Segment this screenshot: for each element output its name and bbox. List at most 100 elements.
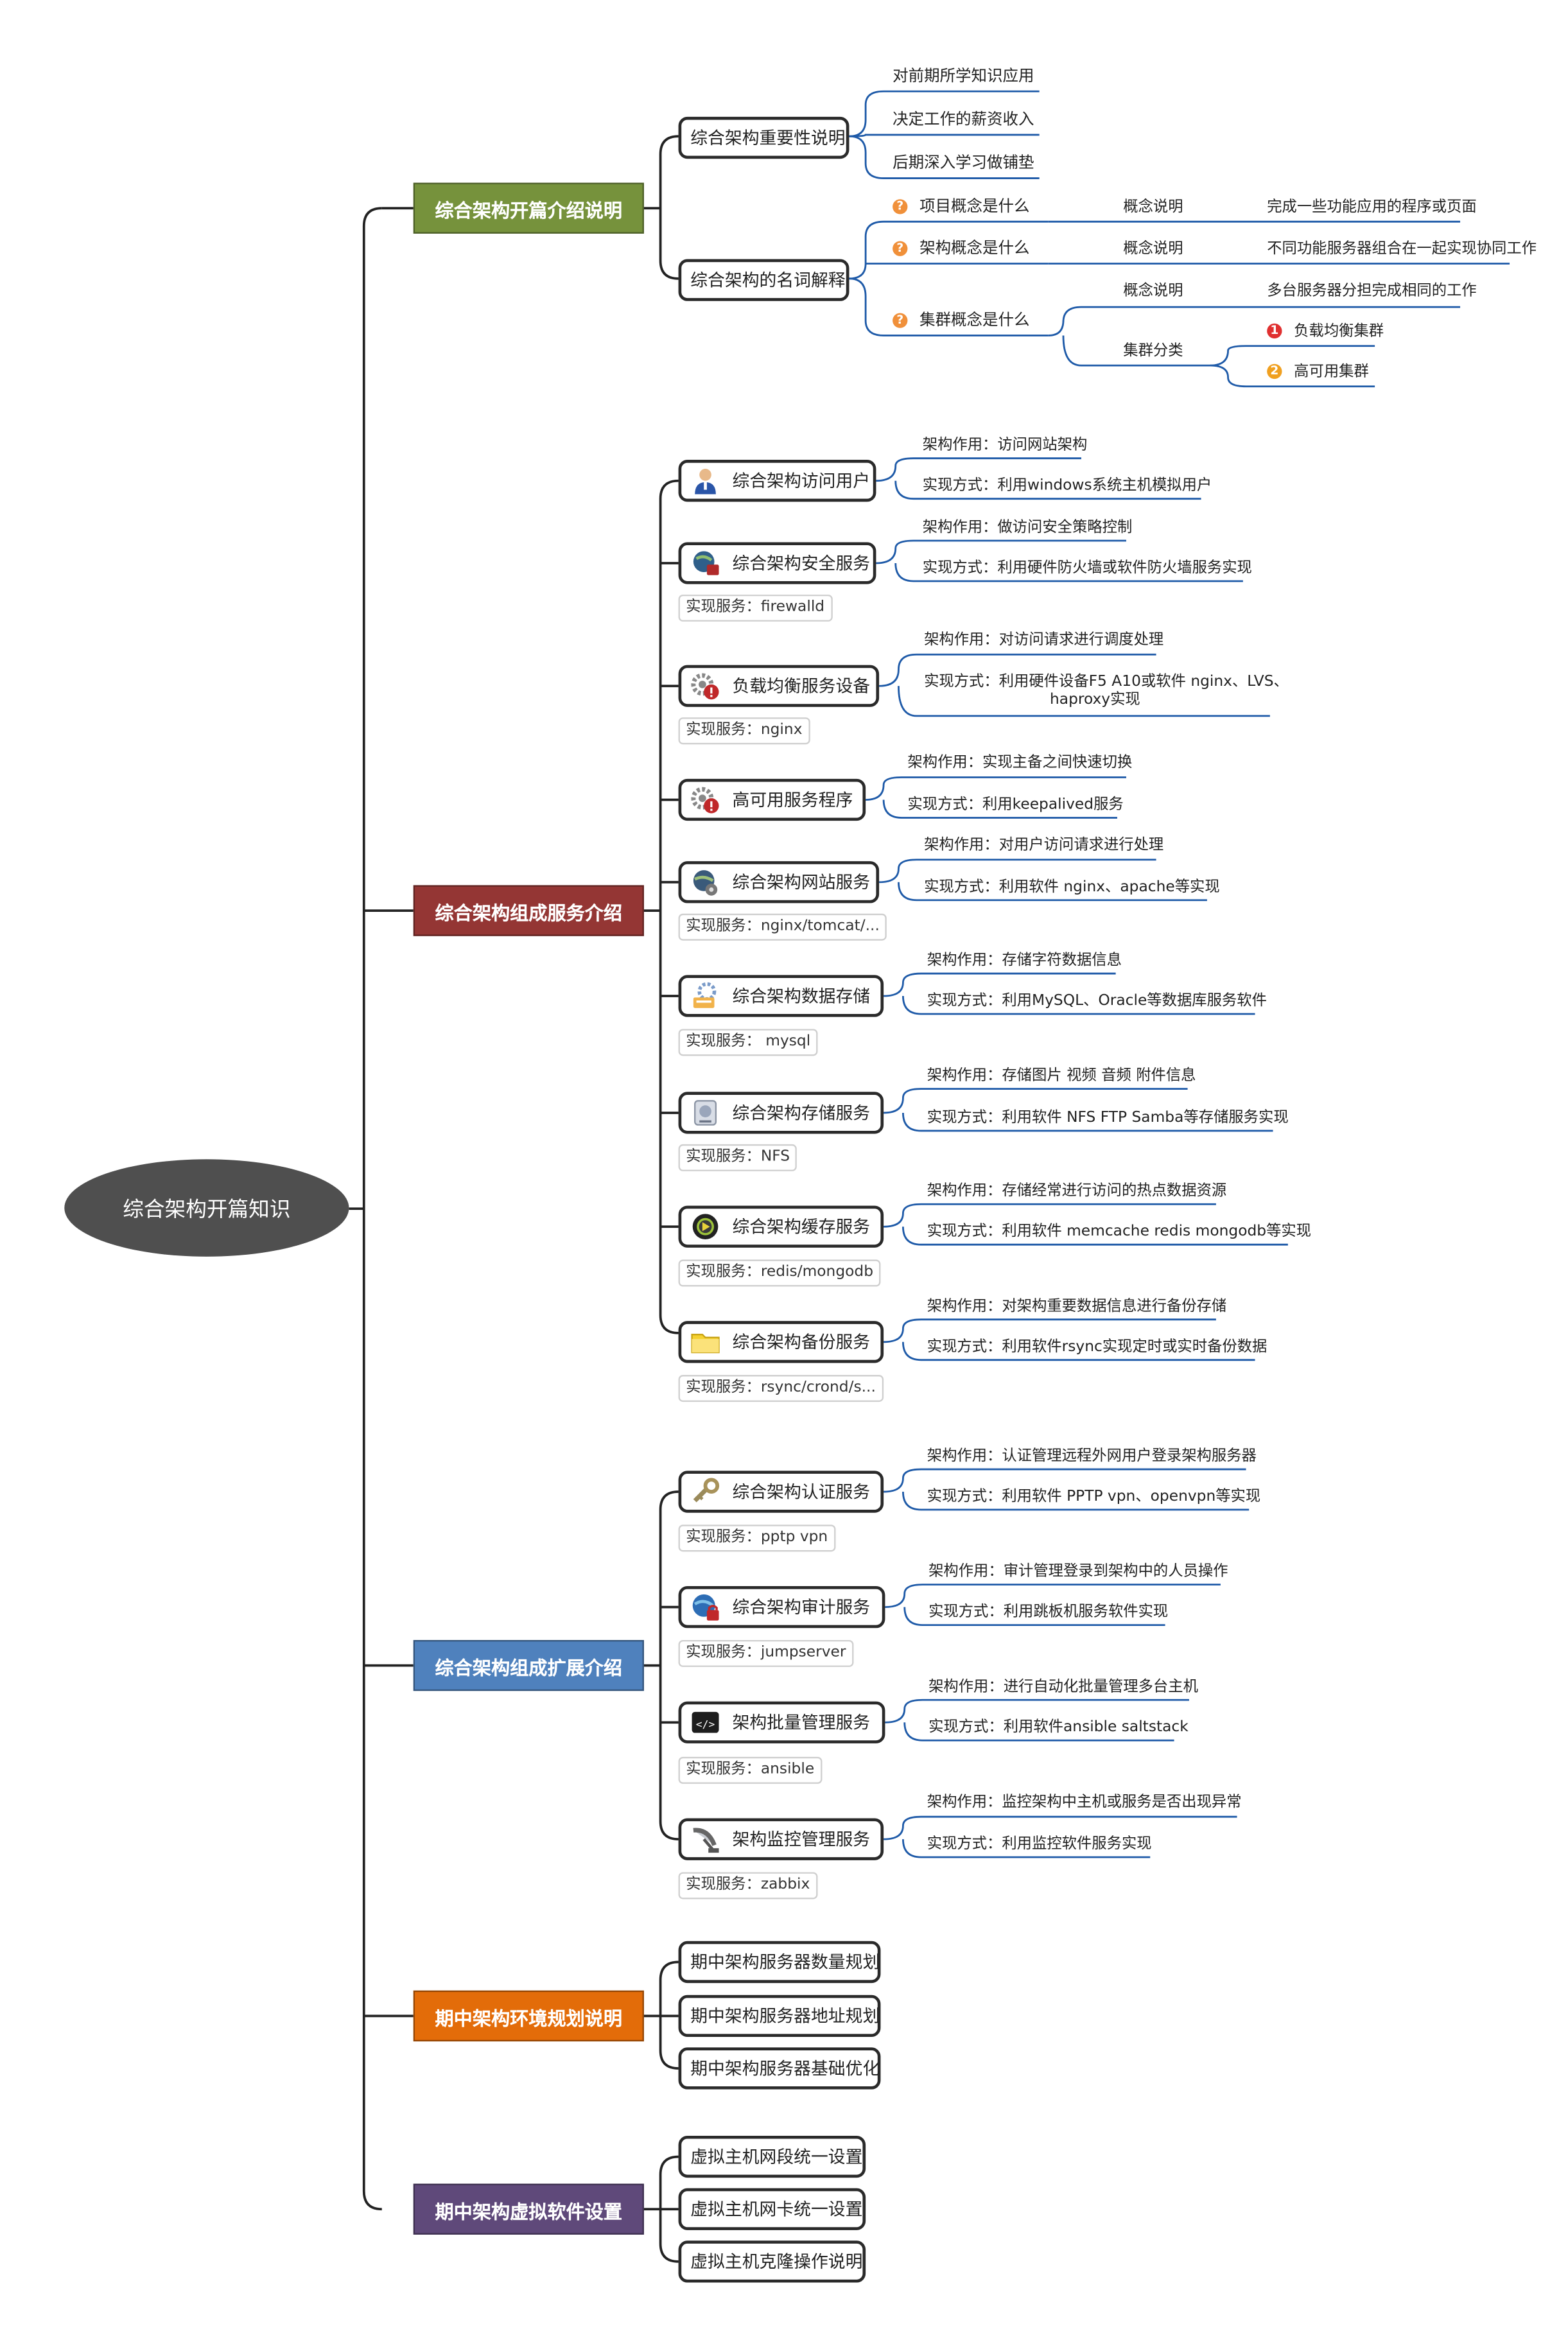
service-role[interactable]: 架构作用：访问网站架构 (922, 437, 1088, 454)
topic-extend[interactable]: 综合架构组成扩展介绍 (413, 1639, 644, 1691)
topic-env[interactable]: 期中架构环境规划说明 (413, 1990, 644, 2042)
service-high-availability[interactable]: 高可用服务程序 (678, 778, 866, 821)
service-impl[interactable]: 实现方式：利用跳板机服务软件实现 (928, 1603, 1169, 1621)
service-role[interactable]: 架构作用：存储经常进行访问的热点数据资源 (927, 1183, 1227, 1200)
service-label: 综合架构认证服务 (732, 1481, 871, 1503)
service-label: 综合架构存储服务 (732, 1102, 871, 1124)
vm-item-1[interactable]: 虚拟主机网段统一设置 (678, 2135, 866, 2178)
subtopic-importance[interactable]: 综合架构重要性说明 (678, 116, 849, 159)
topic-intro[interactable]: 综合架构开篇介绍说明 (413, 182, 644, 234)
user-icon (690, 466, 720, 496)
service-impl[interactable]: 实现方式：利用软件rsync实现定时或实时备份数据 (927, 1339, 1267, 1356)
root-topic[interactable]: 综合架构开篇知识 (64, 1159, 349, 1257)
service-note[interactable]: 实现服务：rsync/crond/s... (678, 1375, 884, 1402)
project-concept[interactable]: 概念说明 (1123, 199, 1183, 216)
service-role[interactable]: 架构作用：实现主备之间快速切换 (907, 755, 1133, 772)
topic-compose[interactable]: 综合架构组成服务介绍 (413, 885, 644, 936)
service-cache[interactable]: 综合架构缓存服务 (678, 1205, 884, 1248)
service-note[interactable]: 实现服务： mysql (678, 1029, 818, 1056)
service-impl[interactable]: 实现方式：利用硬件设备F5 A10或软件 nginx、LVS、 (924, 674, 1289, 691)
env-item-3[interactable]: 期中架构服务器基础优化 (678, 2047, 881, 2090)
service-note[interactable]: 实现服务：nginx/tomcat/... (678, 913, 887, 941)
service-label: 综合架构审计服务 (732, 1596, 871, 1618)
service-note[interactable]: 实现服务：nginx (678, 717, 810, 745)
service-impl[interactable]: 实现方式：利用硬件防火墙或软件防火墙服务实现 (922, 560, 1252, 577)
service-role[interactable]: 架构作用：审计管理登录到架构中的人员操作 (928, 1564, 1228, 1580)
service-note[interactable]: 实现服务：redis/mongodb (678, 1259, 881, 1287)
service-note[interactable]: 实现服务：zabbix (678, 1872, 817, 1899)
service-security[interactable]: 综合架构安全服务 (678, 542, 876, 584)
cache-icon (690, 1212, 720, 1242)
service-impl[interactable]: 实现方式：利用软件 memcache redis mongodb等实现 (927, 1223, 1312, 1241)
service-access-user[interactable]: 综合架构访问用户 (678, 460, 876, 502)
service-note[interactable]: 实现服务：pptp vpn (678, 1524, 835, 1552)
globe-lock-icon (690, 1592, 720, 1622)
service-role[interactable]: 架构作用：进行自动化批量管理多台主机 (928, 1679, 1198, 1696)
service-database[interactable]: 综合架构数据存储 (678, 975, 884, 1017)
importance-item-1[interactable]: 对前期所学知识应用 (893, 67, 1034, 85)
service-role[interactable]: 架构作用：认证管理远程外网用户登录架构服务器 (927, 1448, 1257, 1465)
cluster-type-2-label: 高可用集群 (1294, 363, 1369, 381)
service-storage[interactable]: 综合架构存储服务 (678, 1092, 884, 1134)
arch-concept[interactable]: 概念说明 (1123, 241, 1183, 258)
service-role[interactable]: 架构作用：监控架构中主机或服务是否出现异常 (927, 1794, 1242, 1811)
service-auth[interactable]: 综合架构认证服务 (678, 1471, 884, 1513)
cluster-category[interactable]: 集群分类 (1123, 343, 1183, 360)
service-note[interactable]: 实现服务：firewalld (678, 594, 832, 622)
importance-item-2[interactable]: 决定工作的薪资收入 (893, 110, 1034, 129)
service-role[interactable]: 架构作用：对架构重要数据信息进行备份存储 (927, 1298, 1227, 1315)
term-cluster[interactable]: ?集群概念是什么 (893, 310, 1030, 333)
subtopic-terms[interactable]: 综合架构的名词解释 (678, 259, 849, 301)
service-impl[interactable]: 实现方式：利用软件 PPTP vpn、openvpn等实现 (927, 1489, 1261, 1506)
service-note[interactable]: 实现服务：NFS (678, 1144, 797, 1171)
service-load-balancer[interactable]: 负载均衡服务设备 (678, 665, 880, 707)
service-role[interactable]: 架构作用：对访问请求进行调度处理 (924, 632, 1164, 649)
terminal-icon: </> (690, 1707, 720, 1738)
term-project[interactable]: ?项目概念是什么 (893, 196, 1030, 219)
service-role[interactable]: 架构作用：存储字符数据信息 (927, 952, 1122, 970)
service-impl[interactable]: 实现方式：利用软件 NFS FTP Samba等存储服务实现 (927, 1110, 1289, 1126)
service-note[interactable]: 实现服务：ansible (678, 1756, 822, 1784)
service-label: 综合架构访问用户 (732, 470, 871, 492)
cluster-concept[interactable]: 概念说明 (1123, 283, 1183, 300)
service-note[interactable]: 实现服务：jumpserver (678, 1639, 854, 1667)
term-arch[interactable]: ?架构概念是什么 (893, 238, 1030, 261)
vm-item-3[interactable]: 虚拟主机克隆操作说明 (678, 2240, 866, 2283)
cluster-desc[interactable]: 多台服务器分担完成相同的工作 (1267, 283, 1477, 300)
service-backup[interactable]: 综合架构备份服务 (678, 1321, 884, 1363)
env-item-2[interactable]: 期中架构服务器地址规划 (678, 1995, 881, 2038)
project-desc[interactable]: 完成一些功能应用的程序或页面 (1267, 199, 1477, 216)
service-batch[interactable]: </> 架构批量管理服务 (678, 1701, 885, 1743)
service-label: 负载均衡服务设备 (732, 675, 871, 697)
service-impl[interactable]: 实现方式：利用keepalived服务 (907, 796, 1124, 814)
globe-gear-icon (690, 867, 720, 897)
service-impl[interactable]: 实现方式：利用软件ansible saltstack (928, 1719, 1189, 1736)
arch-desc[interactable]: 不同功能服务器组合在一起实现协同工作 (1267, 241, 1537, 258)
service-audit[interactable]: 综合架构审计服务 (678, 1585, 885, 1628)
topic-vm[interactable]: 期中架构虚拟软件设置 (413, 2183, 644, 2235)
service-role[interactable]: 架构作用：对用户访问请求进行处理 (924, 837, 1164, 854)
service-impl[interactable]: 实现方式：利用MySQL、Oracle等数据库服务软件 (927, 993, 1267, 1010)
importance-item-3[interactable]: 后期深入学习做铺垫 (893, 154, 1034, 173)
service-role[interactable]: 架构作用：做访问安全策略控制 (922, 520, 1133, 536)
service-impl[interactable]: 实现方式：利用监控软件服务实现 (927, 1836, 1152, 1853)
service-label: 综合架构缓存服务 (732, 1216, 871, 1237)
service-impl[interactable]: 实现方式：利用软件 nginx、apache等实现 (924, 879, 1220, 896)
service-impl-cont[interactable]: haproxy实现 (1049, 692, 1140, 709)
number-1-icon: 1 (1267, 323, 1282, 339)
service-role[interactable]: 架构作用：存储图片 视频 音频 附件信息 (927, 1067, 1196, 1085)
env-item-1[interactable]: 期中架构服务器数量规划 (678, 1941, 881, 1984)
service-monitor[interactable]: 架构监控管理服务 (678, 1818, 884, 1860)
service-impl[interactable]: 实现方式：利用windows系统主机模拟用户 (922, 478, 1212, 494)
service-label: 高可用服务程序 (732, 789, 853, 810)
service-label: 架构监控管理服务 (732, 1828, 871, 1850)
service-web[interactable]: 综合架构网站服务 (678, 861, 880, 904)
gear-warning-icon (690, 671, 720, 701)
question-mark-icon: ? (893, 241, 908, 256)
vm-item-2[interactable]: 虚拟主机网卡统一设置 (678, 2188, 866, 2230)
storage-icon (690, 1098, 720, 1128)
